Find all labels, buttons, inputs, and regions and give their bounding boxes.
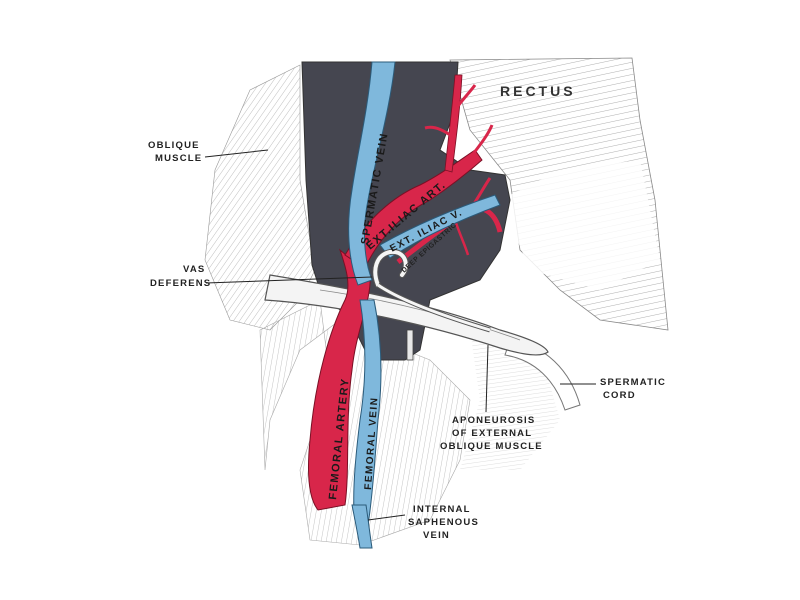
oblique-leader (204, 149, 269, 158)
aponeurosis-inner (319, 289, 521, 341)
ext-iliac-vein (379, 194, 501, 259)
aponeurosis-label-line3: OBLIQUE MUSCLE (440, 441, 543, 452)
vas-deferens-loop-inner (373, 249, 408, 287)
vas-deferens-label-line1: VAS (183, 264, 205, 275)
ext-iliac-artery (344, 149, 483, 269)
vas-deferens-leader (205, 276, 373, 284)
spermatic-cord-label-line2: CORD (603, 390, 636, 401)
internal-saphenous-vein (351, 504, 373, 549)
saphenous-label-line2: SAPHENOUS (408, 517, 479, 528)
epigastric-twig2 (453, 219, 470, 256)
oblique-muscle-label-line1: OBLIQUE (148, 140, 200, 151)
vas-deferens-tube-inner (377, 283, 491, 332)
saphenous-label-line3: VEIN (423, 530, 450, 541)
vas-deferens-label-line2: DEFERENS (150, 278, 211, 289)
artery-branch-twig1 (453, 84, 477, 111)
rectus-label: RECTUS (500, 83, 576, 99)
spermatic-cord-label-line1: SPERMATIC (600, 377, 666, 388)
saphenous-label-line1: INTERNAL (413, 504, 471, 515)
oblique-muscle-label-line2: MUSCLE (155, 153, 202, 164)
oblique-muscle (204, 64, 316, 331)
artery-branch-twig3 (468, 124, 494, 159)
aponeurosis-leader (485, 344, 489, 413)
aponeurosis-label-line1: APONEUROSIS (452, 415, 535, 426)
artery-branch-upper (444, 74, 463, 173)
aponeurosis-label-line2: OF EXTERNAL (452, 428, 532, 439)
spermatic-vein (348, 61, 396, 286)
artery-branch-twig2 (424, 125, 451, 137)
deep-vessel-stub (406, 329, 414, 361)
tendinous-area (500, 160, 660, 290)
femoral-artery (307, 248, 371, 511)
saphenous-leader (367, 514, 406, 521)
